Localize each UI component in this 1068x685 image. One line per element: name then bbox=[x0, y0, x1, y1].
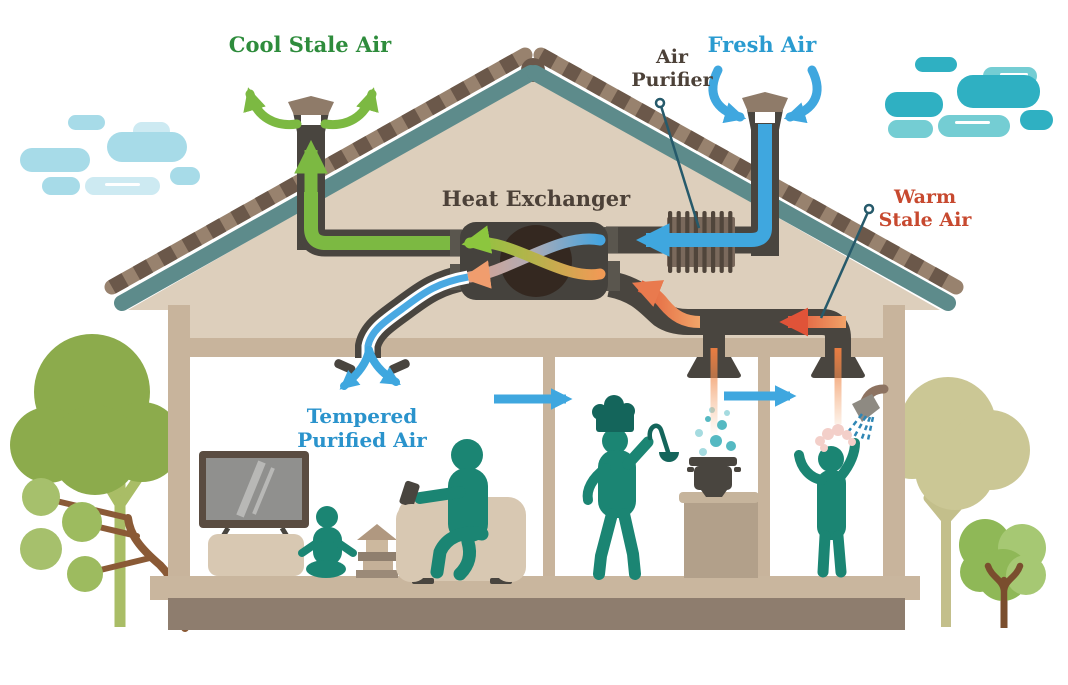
air-purifier-leader bbox=[659, 105, 701, 229]
armchair-group bbox=[396, 439, 526, 584]
left-wall bbox=[168, 305, 190, 576]
shower-head-icon bbox=[852, 394, 880, 422]
tree-small-right bbox=[959, 519, 1046, 628]
label-heat-exchanger: Heat Exchanger bbox=[441, 186, 631, 211]
label-air-purifier: Air Purifier bbox=[612, 46, 732, 92]
heat-exchanger-unit bbox=[450, 222, 620, 300]
chef-hat-icon bbox=[592, 395, 635, 432]
cloud-left-icon bbox=[20, 115, 200, 195]
tv-group bbox=[199, 451, 309, 576]
toy-blocks bbox=[356, 524, 398, 578]
ceiling-band bbox=[168, 338, 905, 357]
leader-lines bbox=[654, 97, 875, 319]
roof bbox=[104, 47, 964, 311]
cloud-right-icon bbox=[885, 57, 1053, 138]
child-playing bbox=[298, 506, 357, 578]
label-tempered-purified-air: Tempered Purified Air bbox=[278, 404, 446, 452]
stove-counter bbox=[684, 497, 758, 578]
label-warm-stale-air-line2: Stale Air bbox=[878, 209, 972, 232]
label-air-purifier-line2: Purifier bbox=[631, 69, 713, 92]
tv-remote bbox=[399, 480, 420, 507]
shower-water bbox=[844, 413, 875, 442]
room-airflow-arrows bbox=[494, 385, 797, 410]
label-warm-stale-air: Warm Stale Air bbox=[869, 186, 981, 232]
right-wall bbox=[883, 305, 905, 576]
tree-large-left bbox=[10, 334, 182, 627]
chimney-cap bbox=[288, 96, 334, 115]
shower-group bbox=[794, 384, 889, 578]
label-fresh-air: Fresh Air bbox=[707, 32, 817, 57]
ladle-icon bbox=[647, 423, 679, 462]
warm-stale-leader bbox=[819, 211, 870, 319]
warm-stale-flow bbox=[631, 280, 846, 438]
label-cool-stale-air: Cool Stale Air bbox=[228, 32, 392, 57]
chef-cooking bbox=[582, 395, 679, 580]
cooking-pot-icon bbox=[687, 457, 741, 497]
tempered-air-flow bbox=[339, 270, 470, 390]
foundation bbox=[168, 598, 905, 630]
partition-wall-2 bbox=[758, 357, 770, 576]
soap-suds-icon bbox=[815, 424, 856, 452]
label-warm-stale-air-line1: Warm bbox=[893, 186, 957, 208]
label-air-purifier-line1: Air bbox=[656, 46, 688, 68]
person-showering bbox=[794, 438, 860, 578]
adult-on-armchair bbox=[399, 439, 489, 581]
tv-cabinet bbox=[208, 534, 304, 576]
stove-group bbox=[679, 407, 759, 578]
label-tempered-purified-air-line2: Purified Air bbox=[297, 428, 427, 452]
fresh-air-flow bbox=[635, 65, 822, 257]
chimney-cap bbox=[742, 92, 788, 112]
tree-small-left bbox=[20, 478, 189, 632]
floor-slab bbox=[150, 576, 920, 600]
partition-wall-1 bbox=[543, 357, 555, 576]
label-tempered-purified-air-line1: Tempered bbox=[306, 404, 418, 428]
cool-stale-flow bbox=[243, 87, 462, 250]
